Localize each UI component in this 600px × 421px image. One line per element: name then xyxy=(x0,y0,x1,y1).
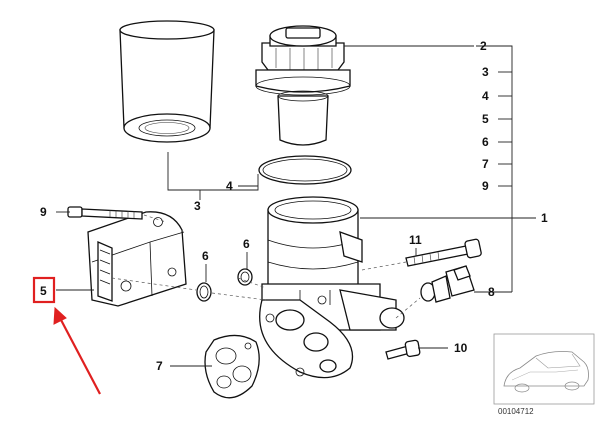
callout-3: 3 xyxy=(194,199,201,213)
bolt-11 xyxy=(405,238,482,267)
small-o-ring-left xyxy=(196,282,212,302)
filter-cap xyxy=(255,25,351,146)
legend-item-5: 5 xyxy=(482,112,489,126)
oil-cooler xyxy=(87,211,187,307)
oil-pressure-sensor xyxy=(420,265,475,303)
gasket xyxy=(204,334,260,399)
filter-element xyxy=(119,20,215,143)
callout-7: 7 xyxy=(156,359,163,373)
callout-4: 4 xyxy=(226,179,233,193)
callout-1: 1 xyxy=(541,211,548,225)
callout-6-right: 6 xyxy=(243,237,250,251)
callout-9: 9 xyxy=(40,205,47,219)
callout-6-left: 6 xyxy=(202,249,209,263)
large-o-ring xyxy=(258,155,352,185)
callout-10: 10 xyxy=(454,341,468,355)
callout-2: 2 xyxy=(480,39,487,53)
red-arrow-icon xyxy=(53,306,101,395)
small-o-ring-right xyxy=(237,268,253,286)
car-thumbnail: 00104712 xyxy=(493,333,595,416)
callout-5: 5 xyxy=(40,284,47,298)
bolt-9 xyxy=(67,206,143,220)
legend-item-7: 7 xyxy=(482,157,489,171)
catalog-number: 00104712 xyxy=(498,407,534,416)
filter-housing xyxy=(259,196,405,379)
callout-11: 11 xyxy=(409,233,422,247)
legend-item-9: 9 xyxy=(482,179,489,193)
legend-item-6: 6 xyxy=(482,135,489,149)
highlighted-callout: 5 xyxy=(32,276,56,304)
legend-item-4: 4 xyxy=(482,89,489,103)
legend-item-3: 3 xyxy=(482,65,489,79)
bolt-10 xyxy=(385,339,421,360)
callout-8: 8 xyxy=(488,285,495,299)
